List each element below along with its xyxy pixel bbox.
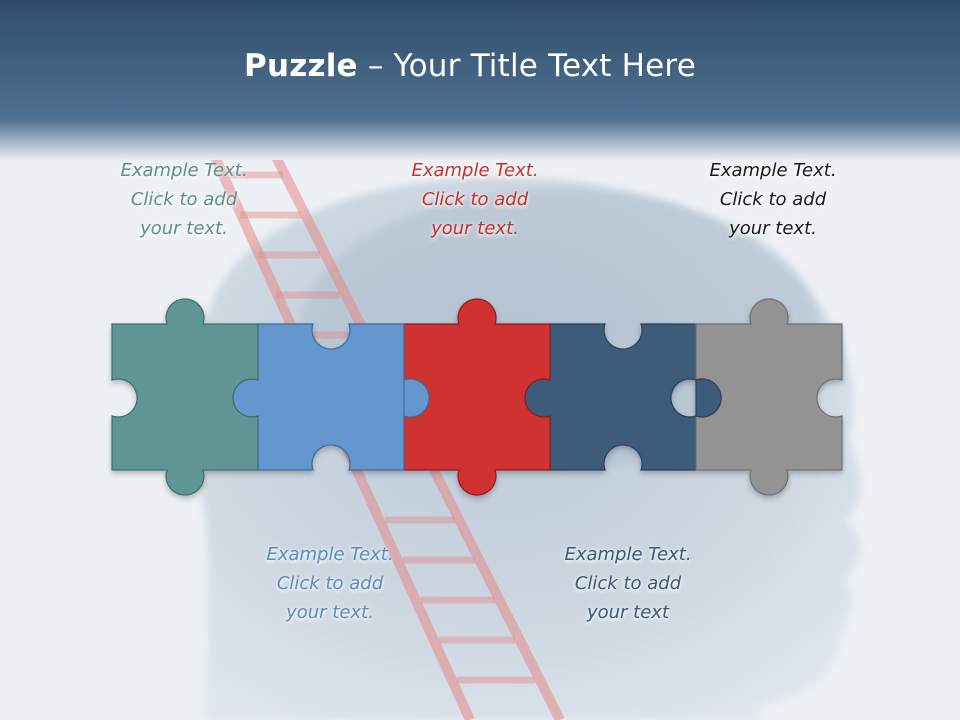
text-line: your text. — [431, 218, 519, 239]
text-box-3[interactable]: Example Text. Click to add your text. — [663, 156, 883, 243]
text-box-1[interactable]: Example Text. Click to add your text. — [74, 156, 294, 243]
text-line: Click to add — [130, 189, 238, 210]
text-line: Click to add — [421, 189, 529, 210]
puzzle-piece-teal[interactable] — [111, 298, 259, 496]
slide-title[interactable]: Puzzle – Your Title Text Here — [0, 48, 940, 84]
title-bold: Puzzle — [244, 48, 358, 84]
text-line: your text. — [729, 218, 817, 239]
text-box-2[interactable]: Example Text. Click to add your text. — [365, 156, 585, 243]
title-rest: – Your Title Text Here — [357, 48, 696, 84]
puzzle-piece-blue[interactable] — [232, 323, 430, 471]
puzzle-piece-blue-tab — [403, 378, 430, 418]
text-line: Example Text. — [564, 544, 692, 565]
text-line: Example Text. — [266, 544, 394, 565]
text-line: Example Text. — [411, 160, 539, 181]
text-line: your text. — [140, 218, 228, 239]
text-line: Example Text. — [120, 160, 248, 181]
text-line: Example Text. — [709, 160, 837, 181]
puzzle-piece-navy-tab — [695, 378, 722, 418]
text-box-4[interactable]: Example Text. Click to add your text. — [220, 540, 440, 627]
text-line: your text — [586, 602, 670, 623]
text-box-5[interactable]: Example Text. Click to add your text — [518, 540, 738, 627]
text-line: Click to add — [276, 573, 384, 594]
text-line: Click to add — [719, 189, 827, 210]
text-line: Click to add — [574, 573, 682, 594]
text-line: your text. — [286, 602, 374, 623]
